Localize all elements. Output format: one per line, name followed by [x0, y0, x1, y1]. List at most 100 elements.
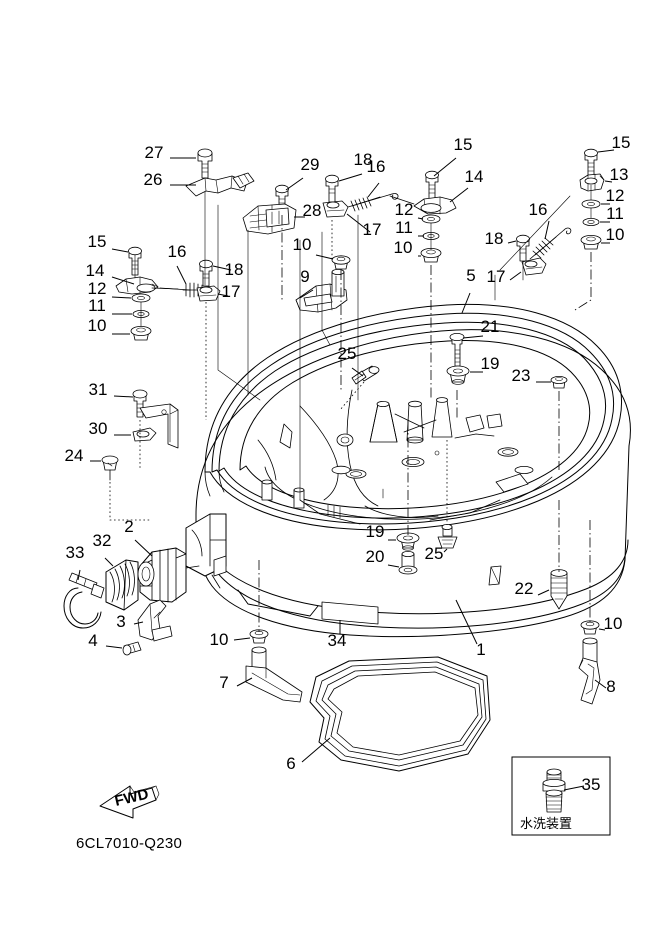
part-25-screw-lower [437, 524, 458, 549]
leader-22 [537, 589, 550, 596]
part-17-clip-mid [322, 200, 349, 218]
callout-number-14: 14 [86, 261, 105, 280]
callout-number-12: 12 [88, 279, 107, 298]
callout-number-10: 10 [606, 225, 625, 244]
callout-number-31: 31 [89, 380, 108, 399]
leader-21 [462, 335, 484, 339]
callout-number-32: 32 [93, 531, 112, 550]
part-15-bolt-right [584, 148, 598, 178]
callout-number-19: 19 [481, 354, 500, 373]
callout-number-16: 16 [168, 242, 187, 261]
part-19-grommet-upper [446, 365, 470, 385]
leader-16-right [544, 220, 550, 240]
leader-10-upperleft [315, 254, 334, 260]
callout-number-18: 18 [485, 229, 504, 248]
callout-number-13: 13 [610, 165, 629, 184]
part-16-spring-right [529, 227, 572, 260]
flushing-device-inset: 水洗装置 [511, 756, 611, 836]
callout-number-7: 7 [219, 673, 228, 692]
leader-20 [387, 564, 400, 568]
part-33-hose-clamp [63, 572, 105, 629]
part-18-bolt-mid [325, 174, 339, 203]
callout-number-12: 12 [606, 186, 625, 205]
part-27-bolt [197, 148, 213, 179]
callout-number-14: 14 [465, 167, 484, 186]
part-12-washer-right [581, 199, 601, 209]
callout-number-10: 10 [394, 238, 413, 257]
callout-number-3: 3 [116, 612, 125, 631]
callout-number-10: 10 [604, 614, 623, 633]
part-16-spring-mid [347, 193, 399, 212]
leader-8 [594, 679, 607, 689]
callout-number-10: 10 [293, 235, 312, 254]
leader-25-upper [351, 367, 364, 377]
part-17-clip-left [196, 285, 221, 302]
leader-6 [301, 737, 331, 763]
callout-number-25: 25 [338, 344, 357, 363]
part-26-wire-bracket [185, 172, 255, 197]
leader-31 [113, 395, 134, 398]
callout-number-18: 18 [354, 150, 373, 169]
callout-number-24: 24 [65, 446, 84, 465]
callout-number-34: 34 [328, 631, 347, 650]
leader-10-lowerright [598, 628, 606, 631]
callout-number-17: 17 [222, 282, 241, 301]
callout-number-18: 18 [225, 260, 244, 279]
part-25-screw-upper [351, 365, 380, 385]
leader-33 [77, 569, 81, 581]
leader-32 [104, 557, 114, 567]
part-15-bolt-mid [425, 170, 439, 200]
cowling-interior-detail [257, 389, 553, 525]
leader-13-right [604, 180, 613, 183]
part-10-lower-right [580, 620, 600, 635]
leader-2 [134, 539, 153, 557]
leader-7 [236, 677, 253, 687]
part-10-lower-left [249, 629, 269, 644]
part-4-screw [122, 641, 142, 656]
callout-number-9: 9 [300, 267, 309, 286]
part-3-clamp-bracket [137, 599, 173, 642]
part-12-washer-left [131, 293, 151, 303]
leader-14-mid [449, 187, 469, 203]
part-31-bolt-stay [132, 389, 148, 418]
callout-number-35: 35 [582, 775, 601, 794]
part-28-wire-clamp [242, 203, 297, 235]
callout-number-10: 10 [88, 316, 107, 335]
part-32-rubber-boot [105, 559, 139, 611]
callout-number-21: 21 [481, 317, 500, 336]
leader-15-mid [433, 157, 457, 177]
projection-lines [134, 184, 592, 501]
callout-number-11: 11 [88, 296, 106, 315]
part-2-seal-grommet [137, 547, 200, 603]
leader-18-mid [338, 173, 363, 182]
part-10-nut-left [130, 325, 152, 341]
callout-number-12: 12 [395, 200, 414, 219]
fwd-label: FWD [113, 786, 150, 810]
leader-18-left [212, 265, 232, 271]
part-18-bolt-right [516, 234, 530, 262]
callout-number-15: 15 [88, 232, 107, 251]
callout-number-19: 19 [366, 522, 385, 541]
callout-number-20: 20 [366, 547, 385, 566]
callout-number-15: 15 [454, 135, 473, 154]
part-10-nut-mid [420, 247, 442, 263]
leader-10-lowerleft [233, 637, 251, 641]
leader-17-left [217, 293, 229, 297]
callout-number-1: 1 [476, 640, 485, 659]
leader-16-left [176, 265, 187, 285]
fwd-arrow [99, 785, 160, 819]
inset-caption-jp: 水洗装置 [520, 817, 572, 832]
part-19-grommet-lower [396, 532, 420, 551]
leader-15-right [597, 149, 615, 153]
part-24-plug-cap [101, 455, 119, 481]
part-12-washer-mid [421, 214, 441, 224]
part-10-nut-right [580, 234, 602, 250]
callout-number-29: 29 [301, 155, 320, 174]
assembly-reference-lines [109, 215, 592, 632]
callout-number-30: 30 [89, 419, 108, 438]
leader-18-right [507, 240, 517, 244]
leader-9 [299, 289, 314, 299]
part-14-bracket-left [115, 276, 179, 295]
part-18-bolt-left [199, 259, 213, 287]
